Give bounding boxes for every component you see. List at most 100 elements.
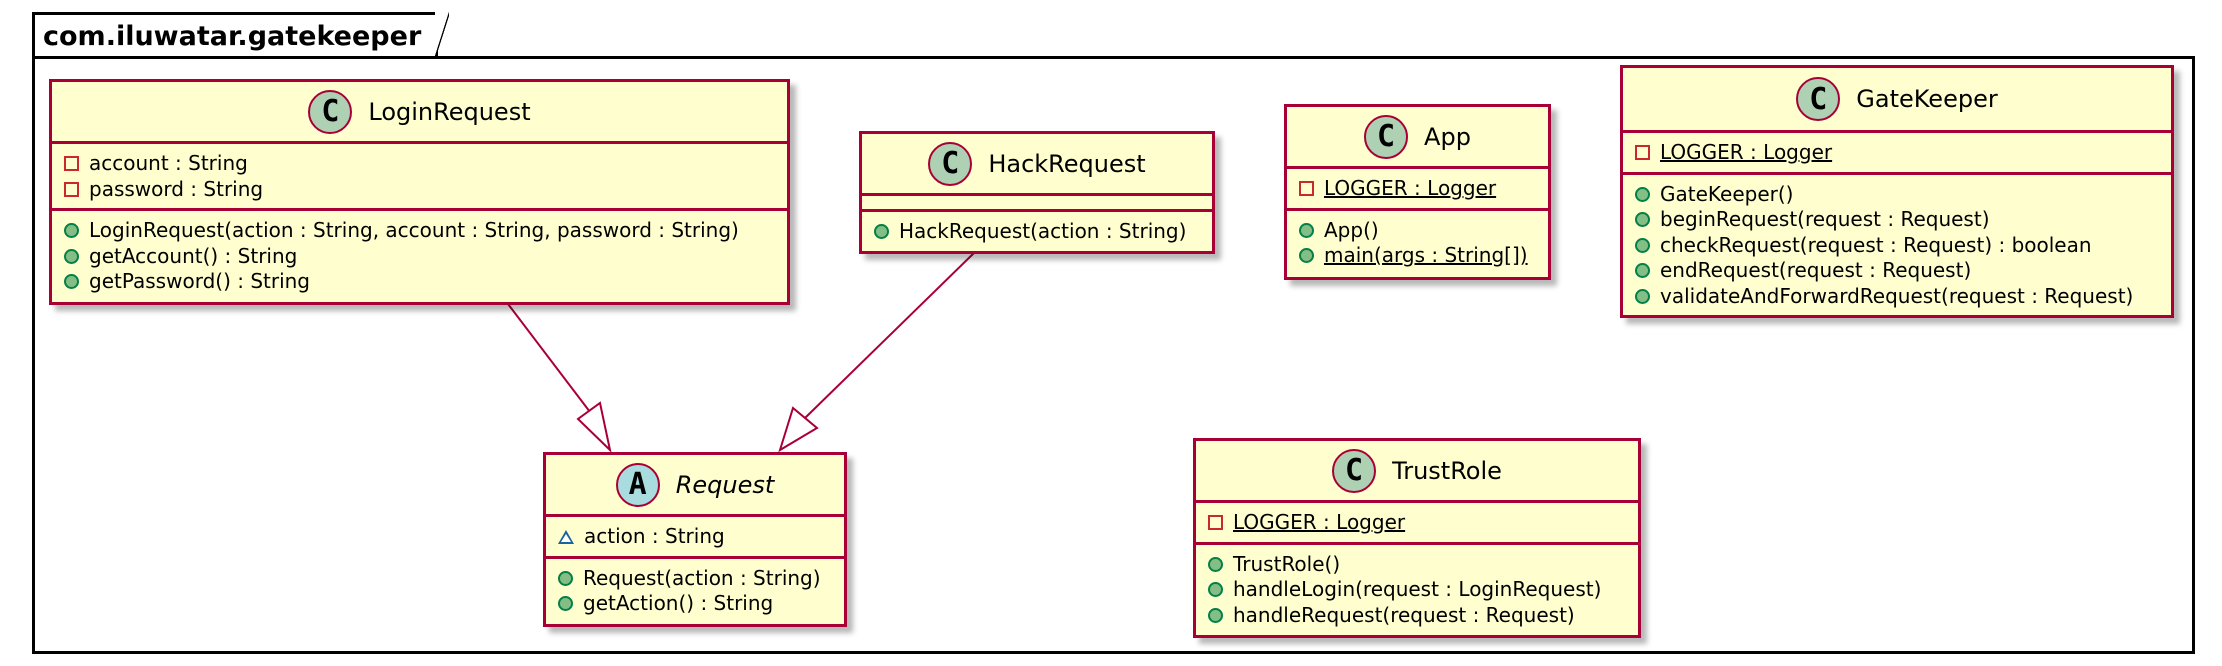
method-text: HackRequest(action : String) — [899, 219, 1187, 243]
method-row: LoginRequest(action : String, account : … — [64, 218, 775, 244]
method-text: getAccount() : String — [89, 243, 298, 268]
method-text: Request(action : String) — [583, 565, 821, 590]
field-row: account : String — [64, 151, 775, 177]
method-row: beginRequest(request : Request) — [1635, 207, 2159, 233]
class-c-badge: C — [1796, 77, 1841, 121]
method-text: checkRequest(request : Request) : boolea… — [1660, 232, 2092, 257]
field-row: LOGGER : Logger — [1635, 140, 2159, 166]
method-text: App() — [1324, 217, 1379, 242]
method-row: getPassword() : String — [64, 269, 775, 295]
class-name: LoginRequest — [368, 97, 531, 126]
method-text: endRequest(request : Request) — [1660, 258, 1972, 282]
class-name: HackRequest — [988, 149, 1146, 178]
inheritance-arrowhead-loginrequest — [576, 401, 612, 454]
methods-section: LoginRequest(action : String, account : … — [52, 211, 787, 301]
method-row: handleLogin(request : LoginRequest) — [1208, 577, 1626, 603]
public-icon — [1208, 582, 1223, 598]
class-name: Request — [675, 470, 775, 499]
method-row: App() — [1299, 218, 1536, 244]
private-icon — [64, 156, 79, 172]
field-text: LOGGER : Logger — [1660, 140, 1833, 164]
field-row: action : String — [558, 524, 832, 550]
field-text: password : String — [89, 176, 264, 201]
method-text: beginRequest(request : Request) — [1660, 207, 1990, 231]
class-app[interactable]: C App LOGGER : Logger App() main(args : … — [1284, 104, 1551, 280]
public-icon — [1299, 248, 1314, 264]
field-text: account : String — [89, 151, 248, 175]
class-request[interactable]: A Request action : String Request(action… — [543, 452, 847, 627]
public-icon — [874, 224, 889, 240]
public-icon — [558, 596, 573, 612]
fields-section: LOGGER : Logger — [1623, 133, 2171, 175]
method-row: HackRequest(action : String) — [874, 219, 1200, 245]
methods-section: App() main(args : String[]) — [1287, 211, 1548, 275]
method-row: main(args : String[]) — [1299, 243, 1536, 269]
fields-section: LOGGER : Logger — [1196, 503, 1638, 545]
abstract-a-badge: A — [615, 462, 660, 507]
method-row: Request(action : String) — [558, 566, 832, 592]
public-icon — [1208, 556, 1223, 572]
class-c-badge: C — [308, 89, 353, 134]
private-icon — [64, 181, 79, 197]
method-text: handleRequest(request : Request) — [1233, 602, 1575, 627]
field-row: LOGGER : Logger — [1208, 510, 1626, 536]
class-c-badge: C — [928, 141, 973, 186]
public-icon — [64, 274, 79, 290]
class-header: C LoginRequest — [52, 82, 787, 144]
method-text: main(args : String[]) — [1324, 243, 1528, 267]
package-tab: com.iluwatar.gatekeeper — [32, 12, 450, 56]
class-header: C App — [1287, 107, 1548, 169]
method-row: getAction() : String — [558, 591, 832, 617]
public-icon — [64, 223, 79, 239]
methods-section: GateKeeper() beginRequest(request : Requ… — [1623, 175, 2171, 316]
class-hackrequest[interactable]: C HackRequest HackRequest(action : Strin… — [859, 131, 1215, 254]
method-row: handleRequest(request : Request) — [1208, 603, 1626, 629]
method-text: validateAndForwardRequest(request : Requ… — [1660, 283, 2134, 308]
class-name: App — [1424, 122, 1471, 151]
inheritance-loginrequest-request — [507, 303, 591, 413]
public-icon — [558, 570, 573, 586]
methods-section: TrustRole() handleLogin(request : LoginR… — [1196, 545, 1638, 635]
class-header: A Request — [546, 455, 844, 517]
method-text: getPassword() : String — [89, 269, 311, 293]
class-c-badge: C — [1364, 114, 1409, 159]
fields-section — [862, 196, 1212, 212]
package-name: com.iluwatar.gatekeeper — [43, 21, 422, 52]
methods-section: Request(action : String) getAction() : S… — [546, 559, 844, 623]
class-name: TrustRole — [1392, 456, 1502, 485]
methods-section: HackRequest(action : String) — [862, 212, 1212, 251]
class-header: C HackRequest — [862, 134, 1212, 196]
method-row: GateKeeper() — [1635, 182, 2159, 208]
method-row: getAccount() : String — [64, 244, 775, 270]
class-header: C GateKeeper — [1623, 68, 2171, 133]
class-c-badge: C — [1332, 448, 1377, 493]
method-row: checkRequest(request : Request) : boolea… — [1635, 233, 2159, 259]
field-text: LOGGER : Logger — [1233, 510, 1406, 534]
package-visibility-icon — [558, 529, 574, 544]
private-icon — [1299, 181, 1314, 197]
fields-section: action : String — [546, 517, 844, 559]
field-text: action : String — [584, 524, 725, 548]
class-gatekeeper[interactable]: C GateKeeper LOGGER : Logger GateKeeper(… — [1620, 65, 2174, 318]
public-icon — [1635, 186, 1650, 202]
public-icon — [64, 248, 79, 264]
class-header: C TrustRole — [1196, 441, 1638, 503]
public-icon — [1208, 607, 1223, 623]
method-row: validateAndForwardRequest(request : Requ… — [1635, 284, 2159, 310]
private-icon — [1208, 515, 1223, 531]
inheritance-arrowhead-hackrequest — [778, 406, 819, 453]
method-row: endRequest(request : Request) — [1635, 258, 2159, 284]
public-icon — [1299, 222, 1314, 238]
field-row: LOGGER : Logger — [1299, 176, 1536, 202]
class-loginrequest[interactable]: C LoginRequest account : String password… — [49, 79, 790, 305]
fields-section: LOGGER : Logger — [1287, 169, 1548, 211]
method-text: LoginRequest(action : String, account : … — [89, 218, 739, 242]
method-text: TrustRole() — [1233, 551, 1341, 576]
inheritance-hackrequest-request — [804, 251, 976, 419]
class-trustrole[interactable]: C TrustRole LOGGER : Logger TrustRole() … — [1193, 438, 1641, 638]
private-icon — [1635, 145, 1650, 161]
fields-section: account : String password : String — [52, 144, 787, 211]
public-icon — [1635, 212, 1650, 228]
public-icon — [1635, 288, 1650, 304]
